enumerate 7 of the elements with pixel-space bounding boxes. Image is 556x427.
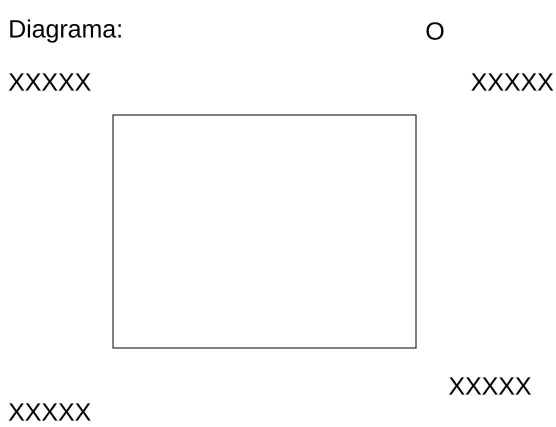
label-text: O [426,22,444,40]
heading-text: Diagrama: [10,19,121,43]
rectangle-box [112,114,416,348]
label-text: XXXXX [8,403,91,421]
label-text: XXXXX [449,377,532,395]
label-text: XXXXX [471,73,554,91]
label-text: XXXXX [8,73,91,91]
